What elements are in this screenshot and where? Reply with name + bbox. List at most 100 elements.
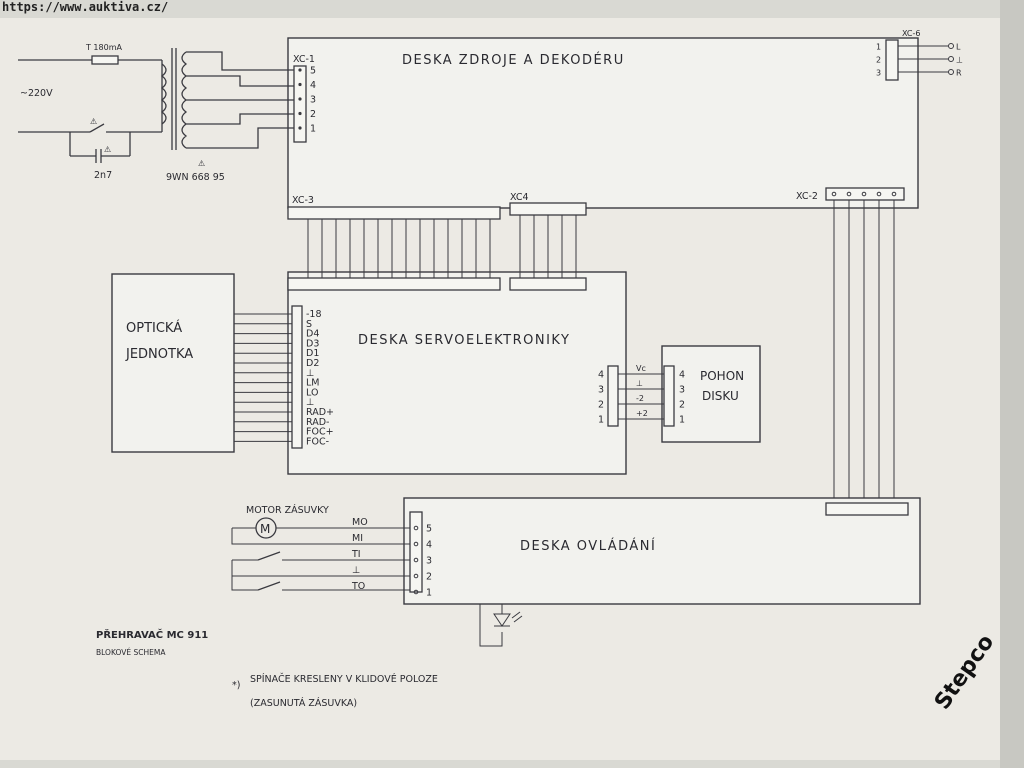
board-servo — [287, 271, 627, 475]
xc2-pin-top — [876, 191, 882, 197]
disk-drive-label-1: POHON — [700, 369, 744, 383]
control-signal-label: ⊥ — [352, 565, 360, 576]
xc2-pin-top — [861, 191, 867, 197]
switch-to — [257, 581, 281, 591]
xc1-pin-dot — [298, 82, 302, 87]
xc1-pin-number: 4 — [310, 80, 316, 91]
connector-xc6 — [885, 39, 899, 81]
control-pin-dot — [413, 589, 419, 595]
board-control — [403, 497, 921, 605]
xc2-pin-top — [846, 191, 852, 197]
xc6-output-label: ⊥ — [956, 56, 963, 65]
optical-signal-label: ⊥ — [306, 368, 314, 379]
control-pin-dot — [413, 541, 419, 547]
control-pin-dot — [413, 525, 419, 531]
disk-drive-label-2: DISKU — [702, 389, 739, 403]
fuse-symbol — [91, 55, 119, 65]
connector-optical-side — [291, 305, 303, 449]
connector-drive-side — [607, 365, 619, 427]
xc6-output-label: L — [956, 43, 961, 52]
switch-warning-icon: ⚠ — [90, 117, 97, 126]
xc2-wire-bundle — [831, 191, 897, 512]
watermark-url: https://www.auktiva.cz/ — [2, 0, 169, 14]
xc6-output-label: R — [956, 69, 962, 78]
xc3-wire-bundle — [307, 219, 491, 278]
xc2-pin-top — [891, 191, 897, 197]
transformer-warning-icon: ⚠ — [198, 159, 205, 168]
diagram-subtitle: BLOKOVÉ SCHEMA — [96, 648, 166, 657]
control-pin-number: 2 — [426, 572, 432, 583]
xc4-wire-bundle — [519, 215, 577, 278]
board-control-label: DESKA OVLÁDÁNÍ — [520, 538, 656, 554]
xc1-pin-dot — [298, 111, 302, 116]
diagram-title: PŘEHRAVAČ MC 911 — [96, 628, 208, 641]
transformer-label: 9WN 668 95 — [166, 172, 225, 183]
drive-signal-label: Vc — [636, 364, 646, 373]
control-signal-label: TO — [351, 581, 365, 592]
connector-xc1 — [293, 65, 307, 143]
xc1-pin-dot — [298, 97, 302, 101]
xc6-output-terminal — [948, 69, 954, 75]
drive-motor-pin-number: 2 — [679, 400, 685, 411]
servo-drive-pin-number: 3 — [598, 385, 604, 396]
xc2-pin-top — [831, 191, 837, 197]
optical-signal-label: ⊥ — [306, 397, 314, 408]
optical-signal-label: RAD- — [306, 417, 329, 428]
drive-motor-pin-number: 4 — [679, 370, 685, 381]
paper-edge — [1000, 0, 1024, 768]
control-pin-dot — [413, 557, 419, 563]
board-power-label: DESKA ZDROJE A DEKODÉRU — [402, 52, 625, 68]
fuse-label: T 180mA — [85, 43, 122, 52]
capacitor-label: 2n7 — [94, 170, 112, 181]
optical-signal-label: FOC+ — [306, 427, 334, 438]
drive-signal-label: +2 — [636, 409, 648, 418]
connector-drive-motor — [663, 365, 675, 427]
optical-signal-label: S — [306, 319, 312, 330]
capacitor-warning-icon: ⚠ — [104, 145, 111, 154]
note-line-2: (ZASUNUTÁ ZÁSUVKA) — [250, 697, 357, 709]
connector-xc2-label: XC-2 — [796, 191, 818, 202]
control-signal-label: TI — [351, 549, 361, 560]
board-servo-label: DESKA SERVOELEKTRONIKY — [358, 333, 570, 348]
optical-unit-label-1: OPTICKÁ — [126, 320, 182, 336]
switch-ti — [257, 551, 281, 561]
mains-circuit: ~220V T 180mA ⚠ ⚠ 2n7 ⚠ 9WN 668 95 — [18, 43, 294, 183]
xc1-pin-number: 5 — [310, 66, 316, 77]
xc1-pin-dot — [298, 68, 302, 72]
servo-drive-pin-number: 2 — [598, 400, 604, 411]
control-pin-number: 3 — [426, 556, 432, 567]
led-indicator — [479, 604, 523, 647]
optical-signal-label: RAD+ — [306, 407, 334, 418]
connector-xc2 — [825, 187, 905, 201]
board-power-decoder — [287, 37, 919, 209]
optical-signal-label: D2 — [306, 358, 319, 369]
xc1-pin-number: 3 — [310, 95, 316, 106]
optical-signal-label: LO — [306, 387, 318, 398]
control-pin-number: 5 — [426, 524, 432, 535]
control-pin-number: 1 — [426, 588, 432, 599]
drive-signal-label: ⊥ — [636, 379, 643, 388]
xc6-pin-number: 1 — [876, 43, 881, 52]
xc6-output-terminal — [948, 43, 954, 49]
connector-xc4-label: XC4 — [510, 192, 529, 203]
motor-label: MOTOR ZÁSUVKY — [246, 504, 329, 516]
connector-xc6-label: XC-6 — [902, 29, 920, 38]
control-signal-label: MI — [352, 533, 363, 544]
xc1-pin-number: 1 — [310, 124, 316, 135]
block-optical-unit — [111, 273, 235, 453]
optical-signal-label: FOC- — [306, 436, 329, 447]
optical-signal-label: LM — [306, 378, 320, 389]
xc6-output-terminal — [948, 56, 954, 62]
connector-xc3-label: XC-3 — [292, 195, 314, 206]
connector-xc1-label: XC-1 — [293, 54, 315, 65]
connector-xc2-control — [825, 502, 909, 516]
optical-signal-label: D3 — [306, 338, 319, 349]
motor-symbol-letter: M — [260, 522, 270, 536]
control-signal-label: MO — [352, 517, 368, 528]
optical-signal-label: -18 — [306, 309, 322, 320]
